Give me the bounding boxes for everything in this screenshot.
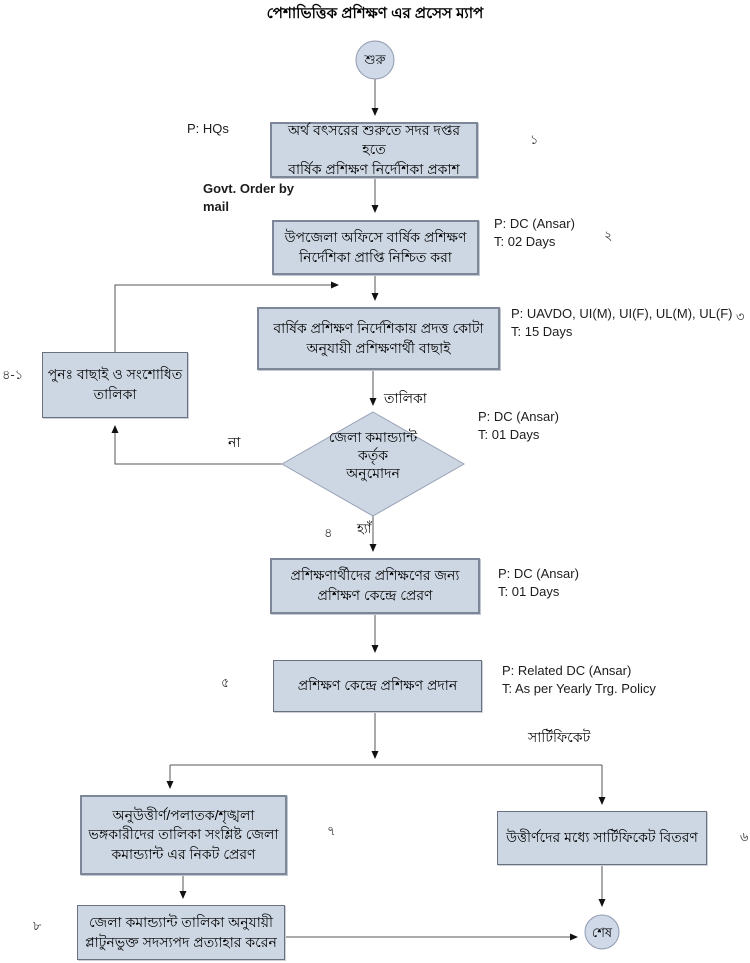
decision-diamond-shape (280, 411, 466, 517)
step1-number: ১ (530, 132, 539, 147)
annotation-step3-pt: P: UAVDO, UI(M), UI(F), UL(M), UL(F) T: … (511, 306, 733, 339)
page-title: পেশাভিত্তিক প্রশিক্ষণ এর প্রসেস ম্যাপ (266, 5, 484, 22)
step8-box: জেলা কমান্ড্যান্ট তালিকা অনুযায়ী প্লাটু… (77, 905, 285, 960)
step3-number: ৩ (736, 309, 745, 324)
edge-label-no: না (228, 434, 241, 450)
annotation-step5-pt: P: Related DC (Ansar) T: As per Yearly T… (502, 663, 656, 696)
step2-box: উপজেলা অফিসে বার্ষিক প্রশিক্ষণ নির্দেশিক… (272, 220, 479, 275)
step3-box: বার্ষিক প্রশিক্ষণ নির্দেশিকায় প্রদত্ত ক… (257, 307, 500, 370)
start-node-label: শুরু (364, 52, 386, 67)
step5-box: প্রশিক্ষণ কেন্দ্রে প্রশিক্ষণ প্রদান (273, 660, 482, 712)
end-terminator-shape (584, 914, 620, 950)
decision-label: জেলা কমান্ড্যান্ট কর্তৃক অনুমোদন (328, 429, 418, 482)
edge-label-talika: তালিকা (384, 390, 427, 406)
start-terminator-shape (355, 40, 395, 80)
step7-box: অনুউত্তীর্ণ/পলাতক/শৃঙ্খলা ভঙ্গকারীদের তা… (80, 795, 287, 875)
step7-number: ৭ (327, 823, 336, 838)
step5-number: ৫ (221, 675, 230, 690)
step8-number: ৮ (33, 918, 42, 933)
rework-box: পুনঃ বাছাই ও সংশোধিত তালিকা (42, 352, 188, 418)
end-node-label: শেষ (591, 925, 613, 940)
step4-box: প্রশিক্ষণার্থীদের প্রশিক্ষণের জন্য প্রশি… (270, 558, 480, 614)
annotation-govt-order: Govt. Order by mail (203, 181, 295, 214)
edge-decision-rework-no (111, 425, 282, 465)
annotation-hqs: P: HQs (187, 121, 229, 136)
step6-number: ৬ (740, 829, 749, 844)
annotation-step4-pt: P: DC (Ansar) T: 01 Days (498, 566, 579, 599)
step1-box: অর্থ বৎসরের শুরুতে সদর দপ্তর হতে বার্ষিক… (270, 122, 478, 178)
edge-label-yes: হ্যাঁ (357, 521, 372, 536)
annotation-step2-pt: P: DC (Ansar) T: 02 Days (494, 216, 575, 249)
annotation-decision-pt: P: DC (Ansar) T: 01 Days (478, 409, 559, 442)
rework-number: ৪-১ (2, 367, 24, 382)
edge-label-certificate: সার্টিফিকেট (528, 729, 591, 745)
edge-rework-feedback (114, 281, 339, 352)
step2-number: ২ (604, 228, 613, 243)
decision-number: ৪ (324, 525, 333, 540)
step6-box: উত্তীর্ণদের মধ্যে সার্টিফিকেট বিতরণ (497, 811, 707, 865)
